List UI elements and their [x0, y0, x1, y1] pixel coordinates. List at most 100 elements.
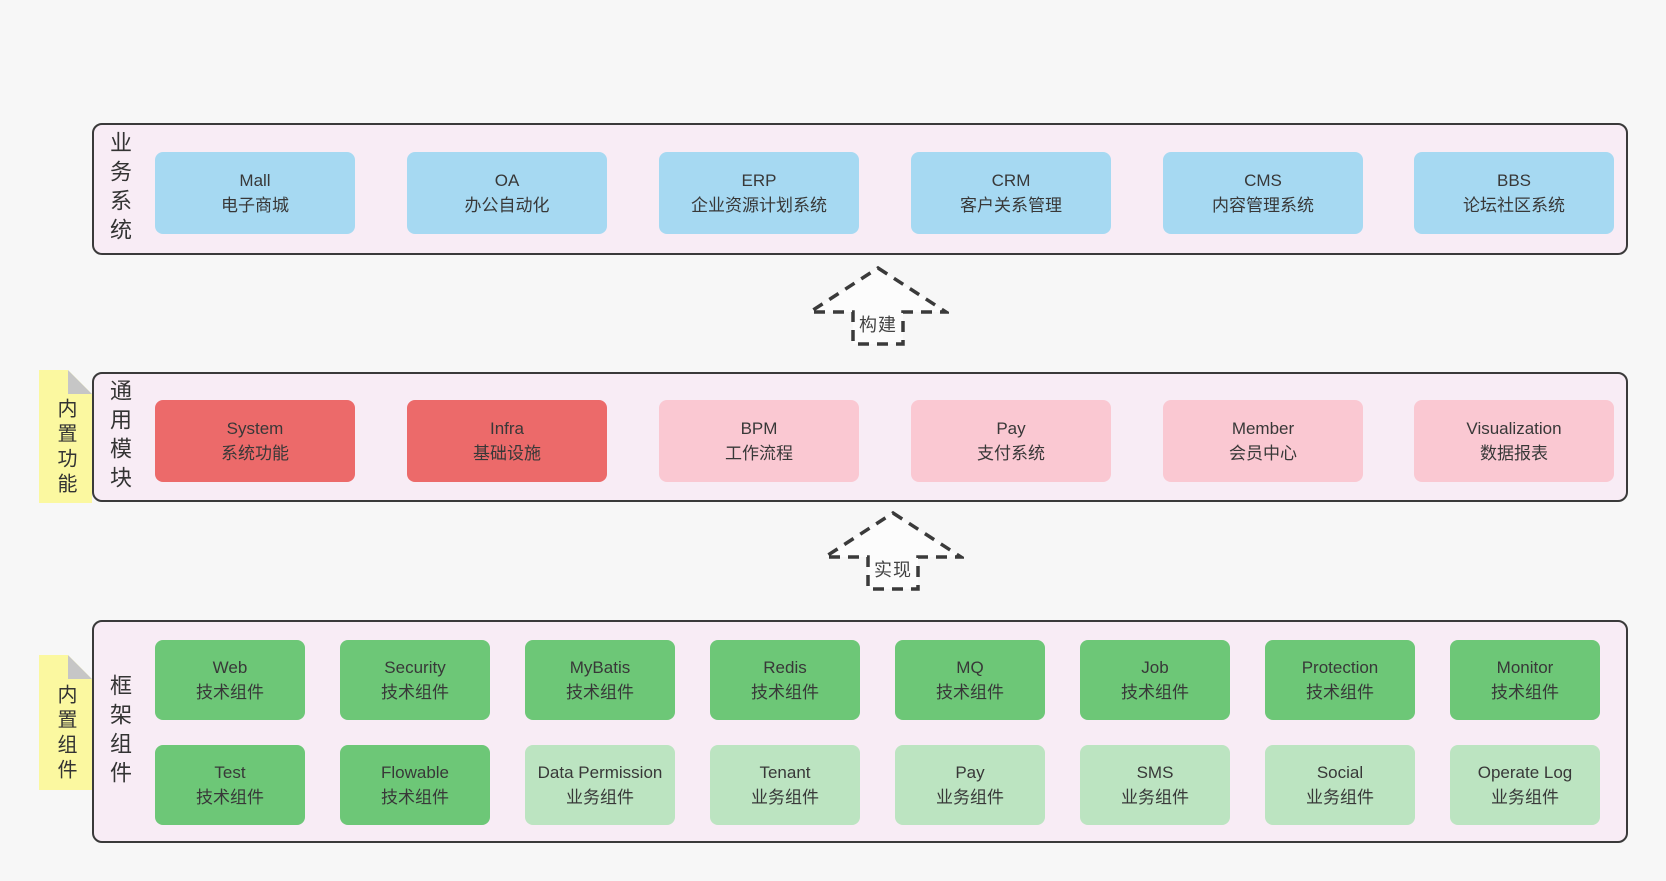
sticky-tag-builtin-components: 内置组件: [39, 655, 92, 790]
box-pay: Pay 支付系统: [911, 400, 1111, 482]
arrow-implement: 实现: [822, 510, 964, 592]
box-title: Job: [1141, 658, 1169, 677]
box-title: Monitor: [1496, 658, 1554, 677]
box-title: Member: [1231, 419, 1295, 438]
box-subtitle: 业务组件: [1306, 788, 1374, 807]
box-title: CMS: [1244, 171, 1282, 190]
box-oa: OA 办公自动化: [407, 152, 607, 234]
layer-label: 通用模块: [107, 379, 132, 495]
box-title: CRM: [991, 171, 1031, 190]
box-subtitle: 业务组件: [751, 788, 819, 807]
box-subtitle: 电子商城: [221, 196, 289, 215]
tag-label: 内置组件: [54, 683, 76, 784]
box-subtitle: 技术组件: [1306, 683, 1374, 702]
box-title: Operate Log: [1477, 763, 1573, 782]
box-test: Test 技术组件: [155, 745, 305, 825]
box-title: MyBatis: [569, 658, 631, 677]
box-title: Redis: [763, 658, 807, 677]
box-title: Security: [384, 658, 446, 677]
box-flowable: Flowable 技术组件: [340, 745, 490, 825]
box-mybatis: MyBatis 技术组件: [525, 640, 675, 720]
box-redis: Redis 技术组件: [710, 640, 860, 720]
layer-label: 业务系统: [107, 131, 132, 247]
box-subtitle: 基础设施: [473, 444, 541, 463]
box-title: Social: [1316, 763, 1364, 782]
box-subtitle: 技术组件: [936, 683, 1004, 702]
box-title: Flowable: [380, 763, 450, 782]
box-subtitle: 内容管理系统: [1212, 196, 1314, 215]
box-sms: SMS 业务组件: [1080, 745, 1230, 825]
box-subtitle: 业务组件: [1491, 788, 1559, 807]
arrow-build: 构建: [807, 265, 949, 347]
box-subtitle: 企业资源计划系统: [691, 196, 827, 215]
box-title: SMS: [1136, 763, 1174, 782]
arrow-build-label: 构建: [859, 315, 897, 335]
box-mq: MQ 技术组件: [895, 640, 1045, 720]
box-title: Infra: [489, 419, 525, 438]
box-subtitle: 业务组件: [936, 788, 1004, 807]
layer-label: 框架组件: [107, 673, 132, 790]
box-title: Protection: [1301, 658, 1379, 677]
box-security: Security 技术组件: [340, 640, 490, 720]
box-web: Web 技术组件: [155, 640, 305, 720]
layer-common-modules: 通用模块 System 系统功能 Infra 基础设施 BPM 工作流程 Pay…: [92, 372, 1628, 502]
box-job: Job 技术组件: [1080, 640, 1230, 720]
box-subtitle: 技术组件: [196, 683, 264, 702]
box-subtitle: 技术组件: [381, 683, 449, 702]
layer-business-systems: 业务系统 Mall 电子商城 OA 办公自动化 ERP 企业资源计划系统 CRM…: [92, 123, 1628, 255]
box-subtitle: 技术组件: [751, 683, 819, 702]
folded-corner: [68, 370, 92, 394]
box-subtitle: 业务组件: [1121, 788, 1189, 807]
box-subtitle: 论坛社区系统: [1463, 196, 1565, 215]
box-title: ERP: [741, 171, 777, 190]
box-subtitle: 技术组件: [1491, 683, 1559, 702]
box-title: Web: [212, 658, 248, 677]
box-bpm: BPM 工作流程: [659, 400, 859, 482]
box-subtitle: 办公自动化: [464, 196, 550, 215]
box-title: MQ: [956, 658, 984, 677]
folded-corner: [68, 655, 92, 679]
box-title: System: [226, 419, 284, 438]
box-title: Pay: [955, 763, 985, 782]
box-title: Test: [214, 763, 246, 782]
box-subtitle: 数据报表: [1480, 444, 1548, 463]
box-mall: Mall 电子商城: [155, 152, 355, 234]
box-title: Tenant: [759, 763, 811, 782]
box-subtitle: 技术组件: [196, 788, 264, 807]
box-tenant: Tenant 业务组件: [710, 745, 860, 825]
sticky-tag-builtin-functions: 内置功能: [39, 370, 92, 503]
box-pay-business: Pay 业务组件: [895, 745, 1045, 825]
box-title: OA: [494, 171, 520, 190]
box-data-permission: Data Permission 业务组件: [525, 745, 675, 825]
layer-framework-components: 框架组件 Web 技术组件 Security 技术组件 MyBatis 技术组件…: [92, 620, 1628, 843]
box-title: Visualization: [1466, 419, 1562, 438]
box-member: Member 会员中心: [1163, 400, 1363, 482]
box-subtitle: 系统功能: [221, 444, 289, 463]
block-arrow-up-icon: [807, 265, 949, 346]
box-subtitle: 会员中心: [1229, 444, 1297, 463]
box-social: Social 业务组件: [1265, 745, 1415, 825]
box-system: System 系统功能: [155, 400, 355, 482]
box-title: BBS: [1496, 171, 1532, 190]
box-subtitle: 业务组件: [566, 788, 634, 807]
box-subtitle: 技术组件: [1121, 683, 1189, 702]
box-cms: CMS 内容管理系统: [1163, 152, 1363, 234]
box-subtitle: 工作流程: [725, 444, 793, 463]
box-monitor: Monitor 技术组件: [1450, 640, 1600, 720]
box-title: Mall: [239, 171, 271, 190]
box-title: Data Permission: [537, 763, 663, 782]
tag-label: 内置功能: [54, 397, 76, 498]
box-protection: Protection 技术组件: [1265, 640, 1415, 720]
box-infra: Infra 基础设施: [407, 400, 607, 482]
box-subtitle: 技术组件: [566, 683, 634, 702]
box-title: Pay: [996, 419, 1026, 438]
box-subtitle: 客户关系管理: [960, 196, 1062, 215]
box-bbs: BBS 论坛社区系统: [1414, 152, 1614, 234]
box-title: BPM: [740, 419, 778, 438]
box-subtitle: 技术组件: [381, 788, 449, 807]
box-visualization: Visualization 数据报表: [1414, 400, 1614, 482]
box-crm: CRM 客户关系管理: [911, 152, 1111, 234]
box-subtitle: 支付系统: [977, 444, 1045, 463]
block-arrow-up-icon: [822, 510, 964, 591]
box-erp: ERP 企业资源计划系统: [659, 152, 859, 234]
